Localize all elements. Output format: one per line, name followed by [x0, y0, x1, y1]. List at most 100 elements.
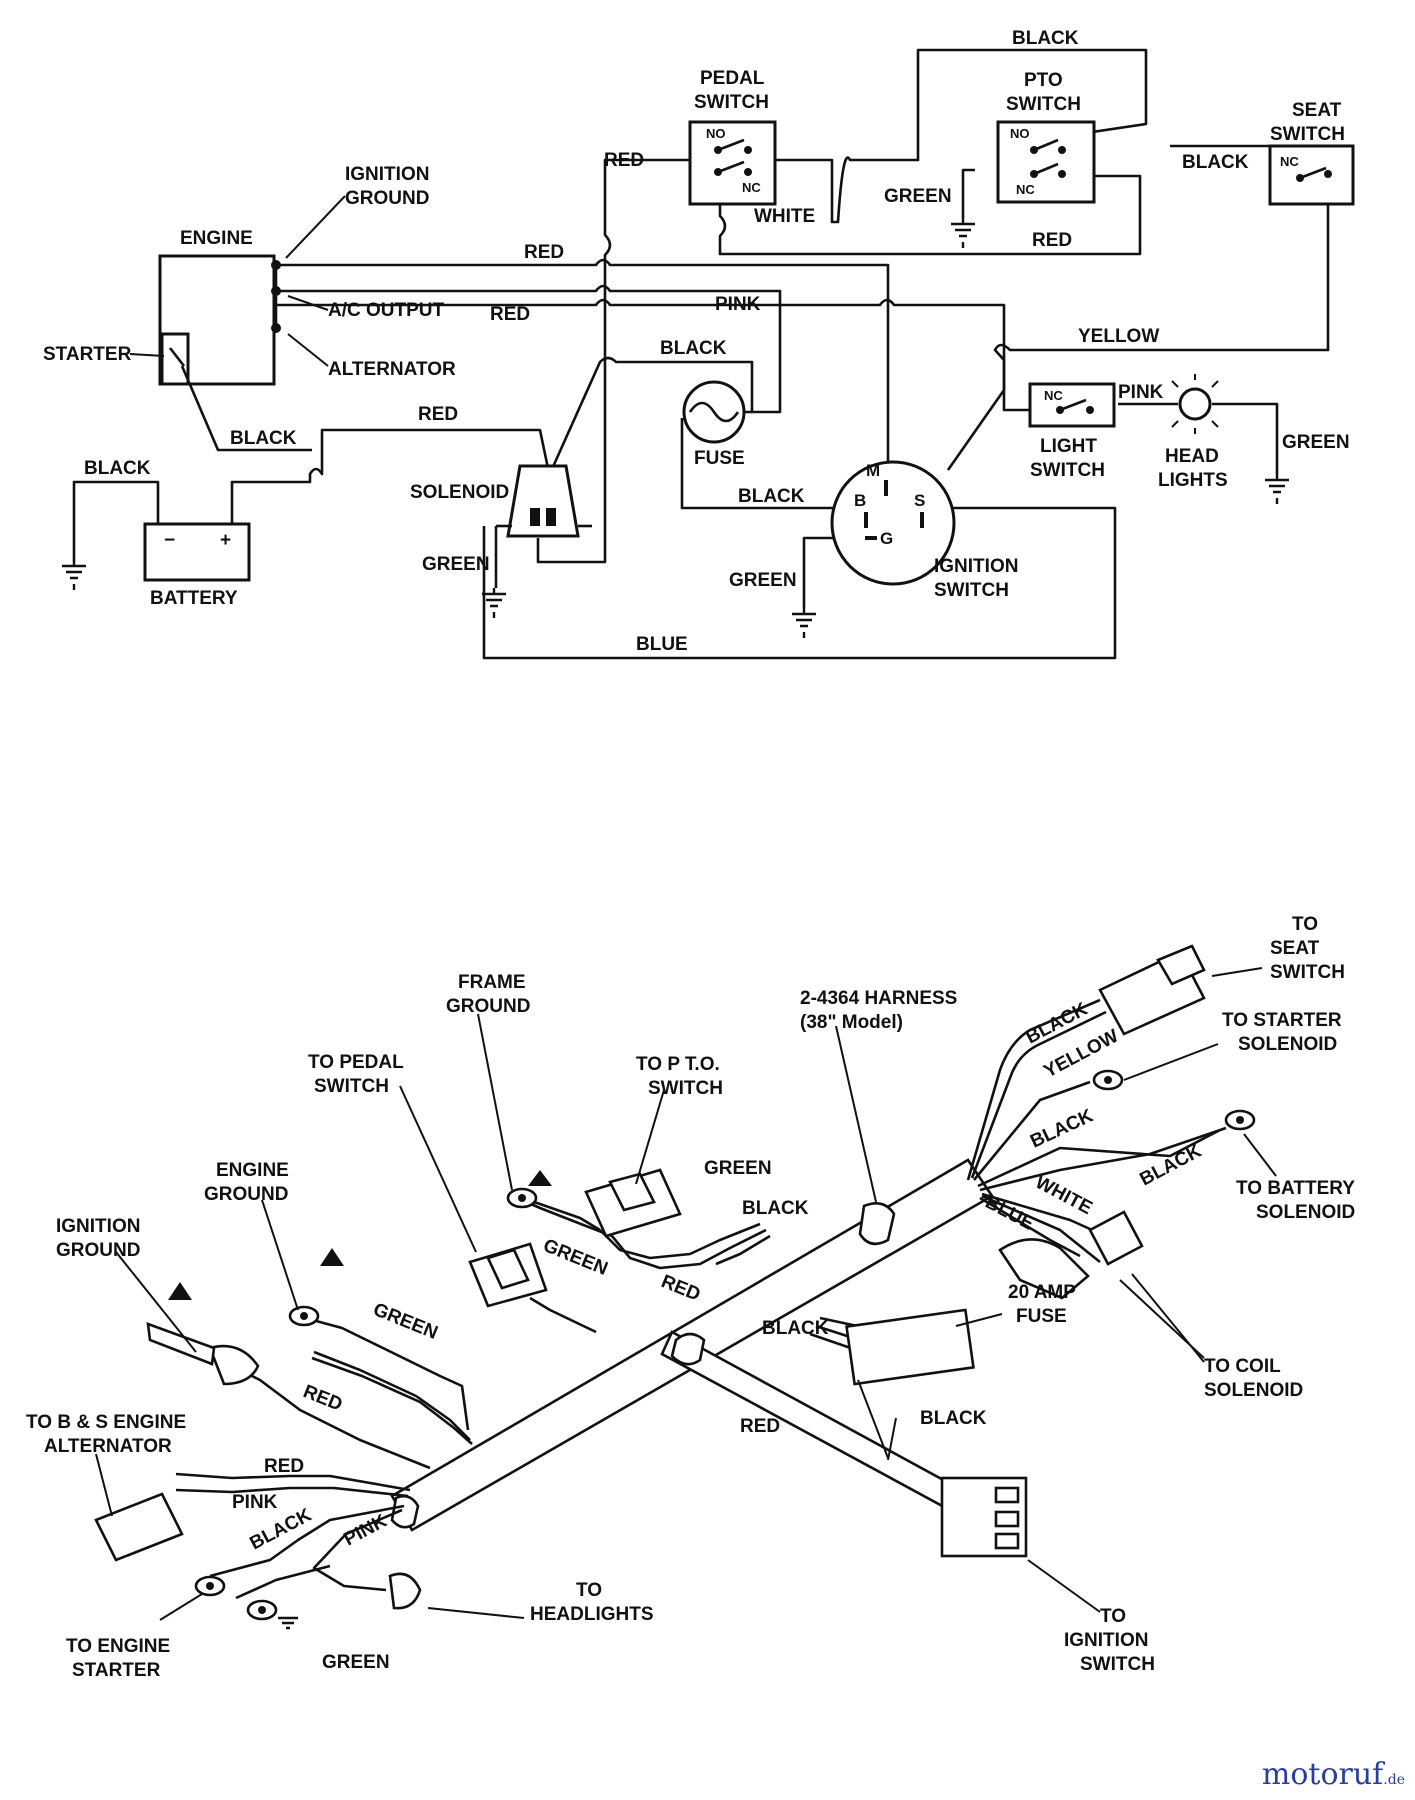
wire-label-green: GREEN — [422, 554, 490, 575]
ground-icon — [792, 608, 816, 638]
ignition-pin-b: B — [854, 491, 866, 510]
harness-wire-blue: BLUE — [982, 1192, 1038, 1235]
ignition-connector-pin — [994, 1532, 1020, 1550]
to-ignition-switch-label-2: IGNITION — [1064, 1630, 1148, 1651]
to-alternator-label-1: TO B & S ENGINE — [26, 1412, 186, 1433]
harness-callouts — [95, 967, 1277, 1621]
wire-label-red: RED — [604, 150, 644, 171]
harness-wire-black: BLACK — [920, 1408, 987, 1429]
coil-solenoid-connector-a — [998, 1238, 1090, 1300]
to-battery-solenoid-label-1: TO BATTERY — [1236, 1178, 1355, 1199]
harness-wire-green: GREEN — [370, 1299, 441, 1344]
to-seat-switch-label-3: SWITCH — [1270, 962, 1345, 983]
fuse-holder — [845, 1308, 975, 1386]
ignition-ground-label-2: GROUND — [345, 188, 429, 209]
ignition-ground-label-2: GROUND — [56, 1240, 140, 1261]
fuse: FUSE — [682, 380, 746, 469]
light-contact-nc: NC — [1044, 388, 1063, 403]
harness-wire-red: RED — [264, 1456, 304, 1477]
battery-minus-sign: − — [164, 530, 175, 551]
ignition-ground-arrow — [285, 195, 346, 259]
pedal-switch-label-2: SWITCH — [694, 92, 769, 113]
starter-arrow — [129, 353, 165, 357]
to-ignition-switch-label-3: SWITCH — [1080, 1654, 1155, 1675]
battery-label: BATTERY — [150, 588, 238, 609]
pedal-switch: PEDAL SWITCH NO NC — [688, 68, 777, 206]
alternator-connector — [94, 1492, 184, 1562]
ignition-ground-label-1: IGNITION — [56, 1216, 140, 1237]
coil-solenoid-connector-b — [1088, 1210, 1144, 1266]
harness-wire-green: GREEN — [704, 1158, 772, 1179]
to-starter-solenoid-label-2: SOLENOID — [1238, 1034, 1337, 1055]
wire-label-black: BLACK — [1012, 28, 1079, 49]
to-alternator-label-2: ALTERNATOR — [44, 1436, 172, 1457]
engine-block: ENGINE — [158, 228, 281, 386]
amp-fuse-label-2: FUSE — [1016, 1306, 1067, 1327]
to-battery-solenoid-label-2: SOLENOID — [1256, 1202, 1355, 1223]
to-starter-solenoid-label-1: TO STARTER — [1222, 1010, 1342, 1031]
pto-switch-connector-slot — [608, 1172, 656, 1212]
wire-label-black: BLACK — [230, 428, 297, 449]
pto-contact-nc: NC — [1016, 182, 1035, 197]
starter-label: STARTER — [43, 344, 132, 365]
wire-label-white: WHITE — [754, 206, 815, 227]
harness-wire-red: RED — [658, 1271, 703, 1306]
to-pedal-switch-label-2: SWITCH — [314, 1076, 389, 1097]
ignition-ground-lead — [146, 1322, 216, 1366]
harness-title-2: (38" Model) — [800, 1012, 903, 1033]
to-engine-starter-label-1: TO ENGINE — [66, 1636, 170, 1657]
head-lights-label-1: HEAD — [1165, 446, 1219, 467]
frame-ground-label-1: FRAME — [458, 972, 526, 993]
motoruf-watermark: motoruf.de — [1262, 1757, 1405, 1792]
harness-title-1: 2-4364 HARNESS — [800, 988, 957, 1009]
amp-fuse-label-1: 20 AMP — [1008, 1282, 1076, 1303]
harness-sleeve — [858, 1202, 896, 1246]
ignition-pin-m: M — [866, 461, 880, 480]
pto-contact-no: NO — [1010, 126, 1030, 141]
wire-label-red: RED — [524, 242, 564, 263]
headlights-connector — [388, 1572, 422, 1610]
to-pedal-switch-label-1: TO PEDAL — [308, 1052, 404, 1073]
schematic: ENGINE IGNITION GROUND A/C OUTPUT STARTE… — [43, 28, 1355, 660]
ground-icon — [320, 1248, 344, 1266]
ground-icon — [482, 588, 506, 618]
wire-label-black: BLACK — [1182, 152, 1249, 173]
watermark-suffix: .de — [1383, 1772, 1405, 1788]
ground-icon — [528, 1170, 552, 1186]
wire-label-red: RED — [490, 304, 530, 325]
pto-switch-label-2: SWITCH — [1006, 94, 1081, 115]
ignition-switch-label-2: SWITCH — [934, 580, 1009, 601]
to-seat-switch-label-1: TO — [1292, 914, 1318, 935]
wire-label-pink: PINK — [715, 294, 761, 315]
solenoid: SOLENOID — [410, 464, 592, 538]
battery: − + BATTERY — [143, 522, 251, 609]
to-engine-starter-label-2: STARTER — [72, 1660, 161, 1681]
ignition-ground-label-1: IGNITION — [345, 164, 429, 185]
watermark-brand: motoruf — [1261, 1757, 1384, 1792]
harness-wire-green: GREEN — [322, 1652, 390, 1673]
engine-label: ENGINE — [180, 228, 253, 249]
harness-wire-pink: PINK — [232, 1492, 278, 1513]
ground-icon — [62, 562, 86, 590]
schematic-wire-labels: BLACK BLACK RED RED RED PINK BLACK BLACK… — [84, 28, 1350, 655]
pedal-switch-label-1: PEDAL — [700, 68, 765, 89]
wire-label-red: RED — [418, 404, 458, 425]
ignition-pin-g: G — [880, 529, 893, 548]
to-pto-switch-label-1: TO P T.O. — [636, 1054, 720, 1075]
harness-wire-black: BLACK — [762, 1318, 829, 1339]
ground-icon — [168, 1282, 192, 1300]
ignition-ground-terminal — [208, 1344, 260, 1386]
harness-wire-black: BLACK — [742, 1198, 809, 1219]
to-coil-solenoid-label-2: SOLENOID — [1204, 1380, 1303, 1401]
headlights: HEAD LIGHTS — [1158, 374, 1228, 491]
engine-ground-label-1: ENGINE — [216, 1160, 289, 1181]
ground-icon — [1265, 474, 1289, 504]
to-headlights-label-2: HEADLIGHTS — [530, 1604, 654, 1625]
harness-drawing: TO SEAT SWITCH TO STARTER SOLENOID TO BA… — [26, 914, 1355, 1681]
harness-labels: TO SEAT SWITCH TO STARTER SOLENOID TO BA… — [26, 914, 1355, 1681]
harness-wire-red: RED — [740, 1416, 780, 1437]
harness-wire-black: BLACK — [1027, 1105, 1096, 1152]
fuse-label: FUSE — [694, 448, 745, 469]
seat-switch: SEAT SWITCH NC — [1268, 100, 1355, 206]
ignition-switch: M B S G IGNITION SWITCH — [830, 460, 1018, 601]
